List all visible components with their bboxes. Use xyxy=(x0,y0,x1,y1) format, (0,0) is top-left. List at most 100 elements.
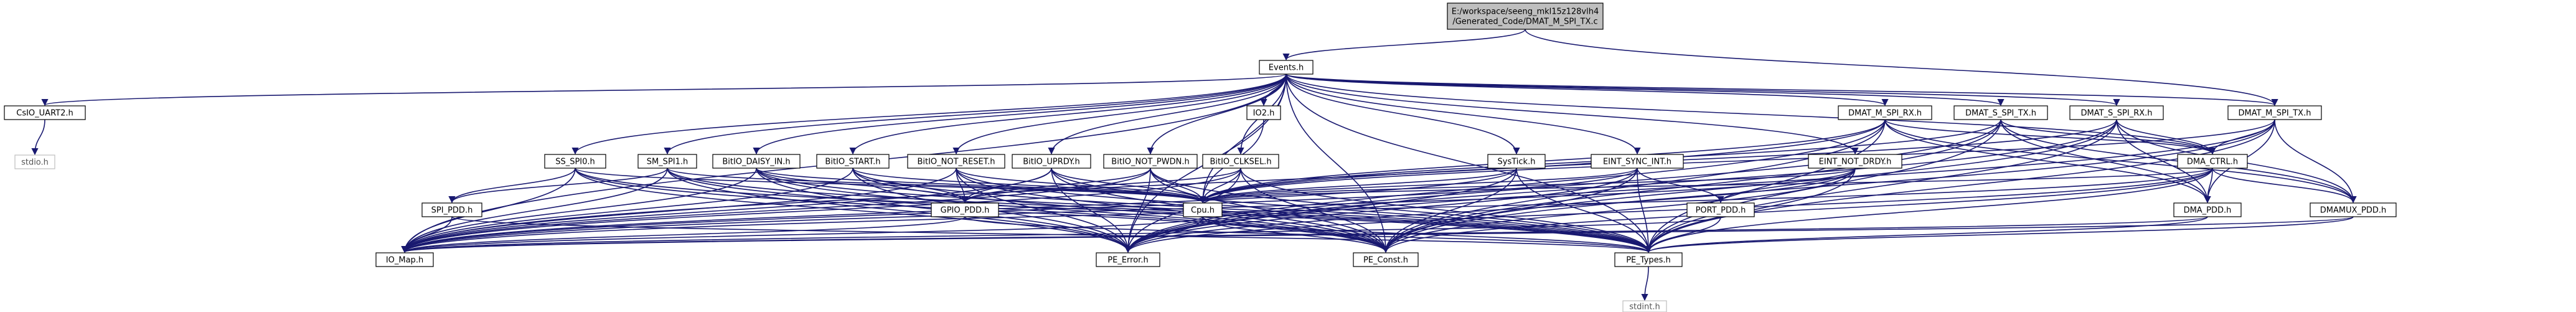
node-clksel[interactable]: BitIO_CLKSEL.h xyxy=(1202,154,1279,169)
edge-events-to-notpwdn xyxy=(1147,73,1287,155)
node-dmamuxpdd[interactable]: DMAMUX_PDD.h xyxy=(2310,202,2397,217)
node-csio[interactable]: CsIO_UART2.h xyxy=(4,105,86,120)
node-eintnotdrdy[interactable]: EINT_NOT_DRDY.h xyxy=(1808,154,1902,169)
node-box xyxy=(2310,202,2397,217)
edge-dmactrl-to-dmamuxpdd xyxy=(2212,168,2357,204)
node-label: BitIO_UPRDY.h xyxy=(1023,158,1080,167)
edge-eintnotdrdy-to-cpu xyxy=(1199,168,1856,204)
edge-events-to-dmatmrx xyxy=(1286,73,1889,106)
edge-line xyxy=(1645,216,2354,253)
edge-events-to-eintsync xyxy=(1286,73,1641,155)
node-dmatmtx[interactable]: DMAT_M_SPI_TX.h xyxy=(2227,105,2322,120)
node-eintsync[interactable]: EINT_SYNC_INT.h xyxy=(1591,154,1684,169)
node-box xyxy=(637,154,697,169)
edge-uprdy-to-peerror xyxy=(1051,168,1132,253)
edge-root-to-events xyxy=(1282,29,1526,61)
node-dmatsrx[interactable]: DMAT_S_SPI_RX.h xyxy=(2069,105,2164,120)
edge-line xyxy=(1645,119,2117,253)
edge-line xyxy=(1147,73,1287,155)
node-dmatmrx[interactable]: DMAT_M_SPI_RX.h xyxy=(1838,105,1932,120)
node-portpdd[interactable]: PORT_PDD.h xyxy=(1686,202,1755,217)
node-label: SS_SPI0.h xyxy=(555,158,595,167)
node-label: PE_Const.h xyxy=(1363,256,1408,265)
node-dmactrl[interactable]: DMA_CTRL.h xyxy=(2177,154,2248,169)
node-label: CsIO_UART2.h xyxy=(16,109,73,118)
node-dmapdd[interactable]: DMA_PDD.h xyxy=(2173,202,2242,217)
node-box xyxy=(375,252,434,267)
edge-line xyxy=(1124,119,2001,253)
node-box xyxy=(1953,105,2048,120)
node-ssspi0[interactable]: SS_SPI0.h xyxy=(544,154,606,169)
edge-line xyxy=(1200,168,2213,204)
edge-smspi1-to-spipdd xyxy=(448,168,668,204)
edge-line xyxy=(1286,73,2005,106)
node-events[interactable]: Events.h xyxy=(1259,60,1314,75)
edge-line xyxy=(1286,73,1652,253)
edge-line xyxy=(664,73,1287,155)
node-dmatstx[interactable]: DMAT_S_SPI_TX.h xyxy=(1953,105,2048,120)
node-label: PE_Types.h xyxy=(1626,256,1671,265)
edge-line xyxy=(1286,73,1889,106)
node-label: SM_SPI1.h xyxy=(647,158,689,167)
node-box xyxy=(712,154,801,169)
node-label: DMAT_S_SPI_TX.h xyxy=(1965,109,2036,118)
node-label: SPI_PDD.h xyxy=(431,206,473,215)
node-notpwdn[interactable]: BitIO_NOT_PWDN.h xyxy=(1103,154,1198,169)
edge-line xyxy=(667,168,1652,253)
edge-systick-to-peconst xyxy=(1382,168,1517,253)
edge-dmatmrx-to-petypes xyxy=(1645,119,1886,253)
node-peconst[interactable]: PE_Const.h xyxy=(1353,252,1419,267)
edge-dmamuxpdd-to-petypes xyxy=(1645,216,2354,253)
edge-line xyxy=(401,168,2213,253)
edge-line xyxy=(2000,119,2357,204)
edge-line xyxy=(2204,168,2213,204)
edge-line xyxy=(402,216,2354,253)
edge-clksel-to-gpiopdd xyxy=(961,168,1241,204)
node-label: GPIO_PDD.h xyxy=(941,206,990,215)
node-uprdy[interactable]: BitIO_UPRDY.h xyxy=(1012,154,1091,169)
edge-line xyxy=(756,168,1206,204)
node-notreset[interactable]: BitIO_NOT_RESET.h xyxy=(907,154,1005,169)
edge-line xyxy=(849,73,1287,155)
edge-line xyxy=(852,168,1206,204)
edge-dmapdd-to-petypes xyxy=(1645,216,2208,253)
edge-line xyxy=(448,168,668,204)
edge-systick-to-cpu xyxy=(1199,168,1517,204)
node-label: Events.h xyxy=(1269,64,1304,73)
edge-start-to-petypes xyxy=(852,168,1652,253)
node-root[interactable]: E:/workspace/seeng_mkl15z128vlh4/Generat… xyxy=(1447,2,1604,30)
node-start[interactable]: BitIO_START.h xyxy=(816,154,890,169)
edge-uprdy-to-cpu xyxy=(1051,168,1206,204)
edge-line xyxy=(1199,168,1856,204)
node-spipdd[interactable]: SPI_PDD.h xyxy=(421,202,482,217)
edge-line xyxy=(1645,168,2213,253)
edge-dmatmtx-to-peerror xyxy=(1124,119,2275,253)
node-cpu[interactable]: Cpu.h xyxy=(1183,202,1223,217)
node-iomap[interactable]: IO_Map.h xyxy=(375,252,434,267)
edge-dmactrl-to-iomap xyxy=(401,168,2213,253)
edge-daisy-to-gpiopdd xyxy=(756,168,969,204)
node-petypes[interactable]: PE_Types.h xyxy=(1614,252,1683,267)
node-box xyxy=(1622,300,1667,312)
node-box xyxy=(816,154,890,169)
edge-eintsync-to-petypes xyxy=(1637,168,1652,253)
edge-dmactrl-to-peconst xyxy=(1382,168,2213,253)
node-label: PORT_PDD.h xyxy=(1696,206,1746,215)
node-box xyxy=(1103,154,1198,169)
edge-line xyxy=(1286,73,2216,155)
node-systick[interactable]: SysTick.h xyxy=(1487,154,1546,169)
node-label: BitIO_START.h xyxy=(825,158,880,167)
node-label: /Generated_Code/DMAT_M_SPI_TX.c xyxy=(1452,17,1597,27)
edge-uprdy-to-iomap xyxy=(401,168,1052,253)
node-smspi1[interactable]: SM_SPI1.h xyxy=(637,154,697,169)
node-io2[interactable]: IO2.h xyxy=(1246,105,1281,120)
edge-line xyxy=(401,168,1151,253)
node-gpiopdd[interactable]: GPIO_PDD.h xyxy=(931,202,999,217)
edge-dmatmrx-to-peconst xyxy=(1382,119,1886,253)
edge-notreset-to-cpu xyxy=(956,168,1206,204)
node-box xyxy=(1487,154,1546,169)
node-daisy[interactable]: BitIO_DAISY_IN.h xyxy=(712,154,801,169)
edge-line xyxy=(1884,119,2211,204)
node-peerror[interactable]: PE_Error.h xyxy=(1096,252,1160,267)
edge-line xyxy=(1641,266,1649,301)
